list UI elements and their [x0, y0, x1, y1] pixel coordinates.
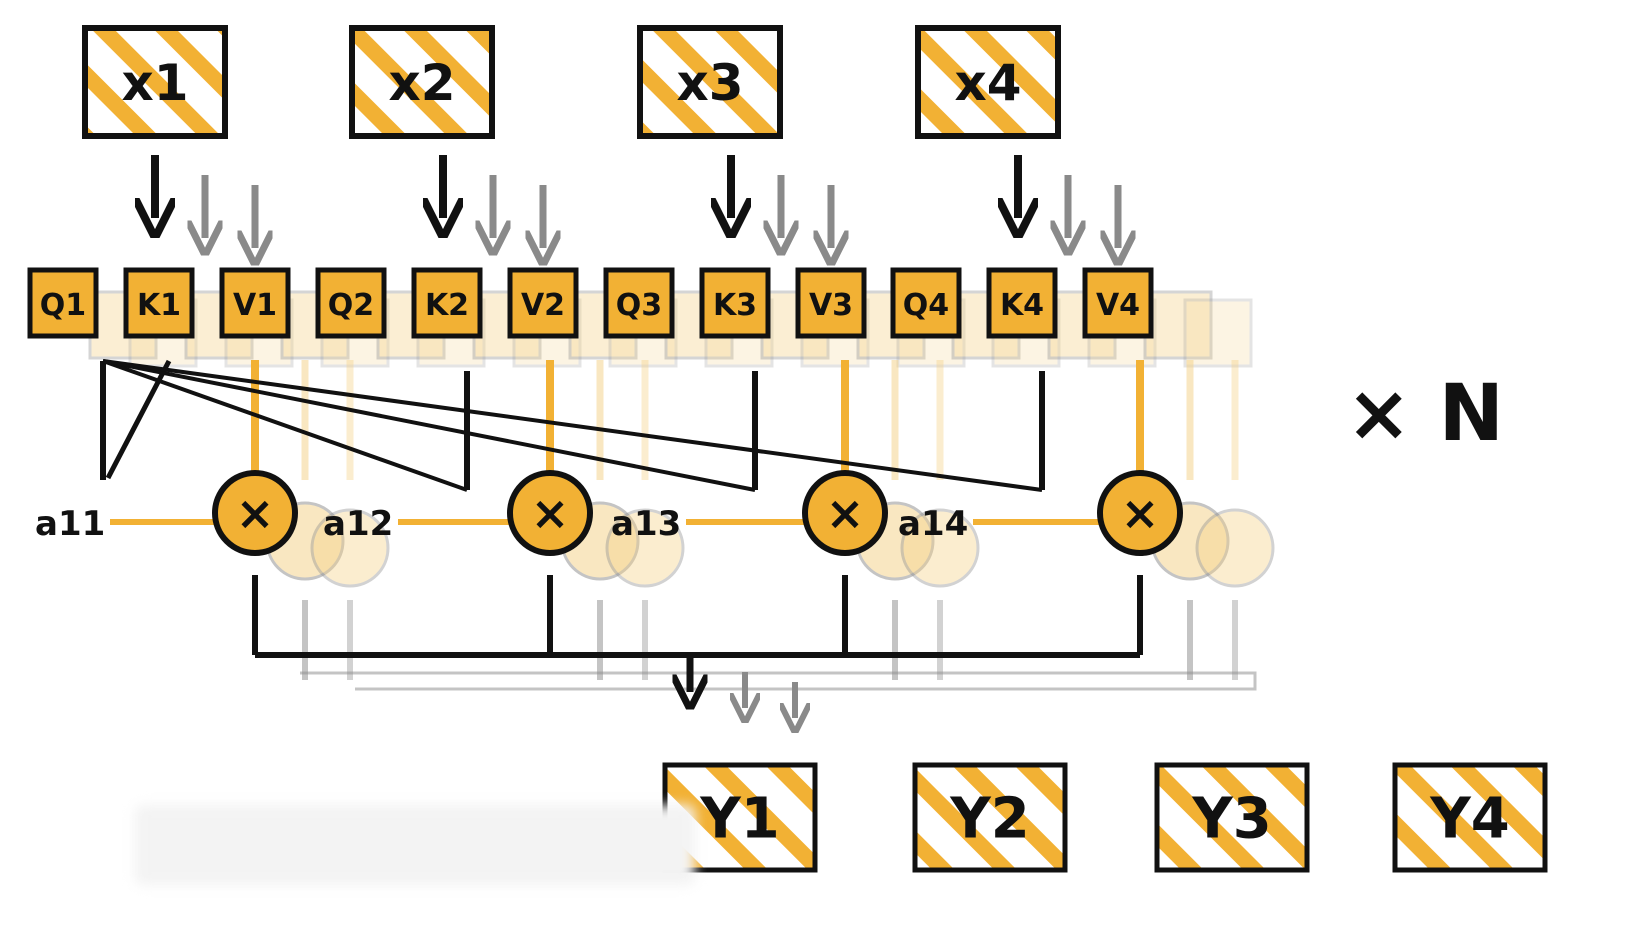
q-label-1: Q1	[40, 288, 86, 323]
output-label-1: Y1	[699, 787, 780, 852]
v-box-4	[1082, 267, 1154, 339]
input-box-2	[349, 25, 495, 139]
output-box-3	[1154, 762, 1310, 873]
v-box-3	[795, 267, 867, 339]
multiply-node-3	[802, 470, 888, 556]
output-tokens: Y1 Y2 Y3 Y4	[662, 762, 1548, 873]
shadow-box-11-0	[1143, 290, 1213, 360]
attention-weights: a11 a12 a13 a14	[35, 504, 968, 544]
k-box-2	[411, 267, 483, 339]
weight-label-2: a12	[323, 504, 393, 544]
input-label-2: x2	[388, 54, 455, 112]
multiply-symbol-4: ×	[1121, 486, 1160, 540]
q-label-4: Q4	[903, 288, 949, 323]
v-label-1: V1	[233, 288, 277, 323]
key-line-1	[105, 359, 172, 480]
input-box-1	[82, 25, 228, 139]
q-label-2: Q2	[328, 288, 374, 323]
weight-label-4: a14	[898, 504, 968, 544]
shadow-multiply-node-2-1	[900, 508, 980, 588]
weight-label-1: a11	[35, 504, 105, 544]
qkv-vectors: Q1 K1 V1 Q2 K2 V2 Q3 K3 V3 Q4 K4 V4	[27, 267, 1154, 339]
k-label-4: K4	[1000, 288, 1044, 323]
v-label-2: V2	[521, 288, 565, 323]
output-label-2: Y2	[949, 787, 1030, 852]
v-box-2	[507, 267, 579, 339]
output-label-3: Y3	[1191, 787, 1272, 852]
multiply-node-1	[212, 470, 298, 556]
shadow-multiply-node-0-1	[310, 508, 390, 588]
k-label-2: K2	[425, 288, 469, 323]
connection-lines	[100, 359, 1144, 718]
v-box-1	[219, 267, 291, 339]
q-box-4	[890, 267, 962, 339]
score-line-2	[102, 359, 468, 492]
k-box-3	[699, 267, 771, 339]
input-label-1: x1	[121, 54, 188, 112]
k-box-1	[123, 267, 195, 339]
repeat-count-label: × N	[1346, 369, 1504, 459]
input-label-4: x4	[954, 54, 1021, 112]
multiply-nodes: × × × ×	[212, 470, 1183, 556]
score-line-3	[102, 359, 756, 492]
input-box-3	[637, 25, 783, 139]
output-box-4	[1392, 762, 1548, 873]
multiply-symbol-3: ×	[826, 486, 865, 540]
weight-label-3: a13	[611, 504, 681, 544]
v-label-3: V3	[809, 288, 853, 323]
input-tokens: x1 x2 x3 x4	[82, 25, 1118, 248]
k-label-1: K1	[137, 288, 181, 323]
q-box-3	[603, 267, 675, 339]
input-label-3: x3	[676, 54, 743, 112]
multiply-symbol-2: ×	[531, 486, 570, 540]
q-box-1	[27, 267, 99, 339]
score-line-4	[102, 359, 1043, 492]
shadow-multiply-node-1-1	[605, 508, 685, 588]
output-box-2	[912, 762, 1068, 873]
shadow-box-11-1	[1183, 298, 1253, 368]
shadow-sum-bus	[300, 671, 1257, 691]
input-box-4	[915, 25, 1061, 139]
q-label-3: Q3	[616, 288, 662, 323]
output-label-4: Y4	[1429, 787, 1510, 852]
multiply-node-4	[1097, 470, 1183, 556]
multiply-node-2	[507, 470, 593, 556]
q-box-2	[315, 267, 387, 339]
multiply-symbol-1: ×	[236, 486, 275, 540]
shadow-multiply-node-3-1	[1195, 508, 1275, 588]
k-box-4	[986, 267, 1058, 339]
k-label-3: K3	[713, 288, 757, 323]
blurred-caption	[135, 805, 695, 885]
v-label-4: V4	[1096, 288, 1140, 323]
